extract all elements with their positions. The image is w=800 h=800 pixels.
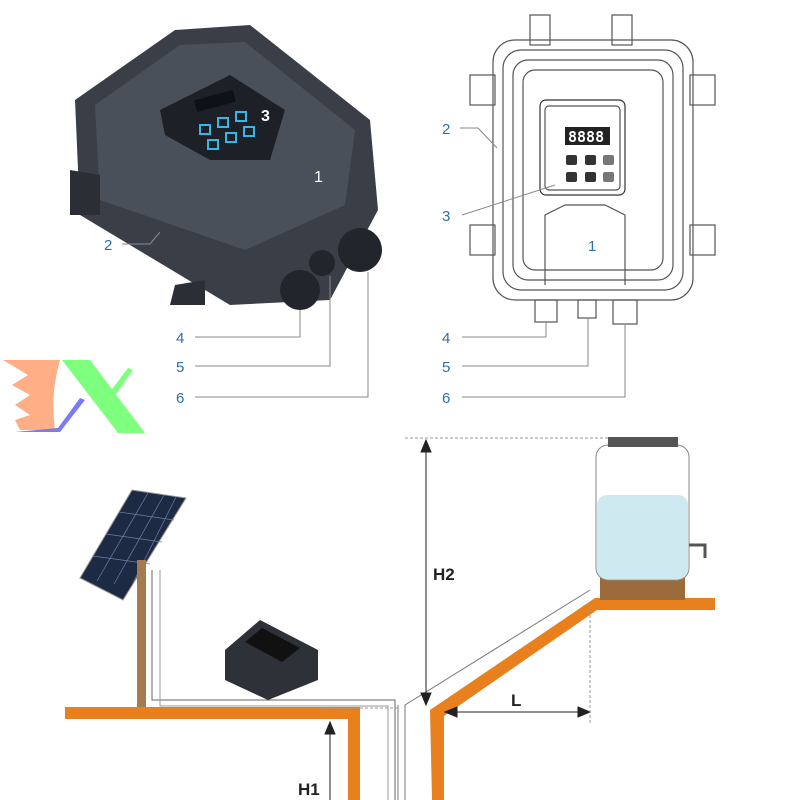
label-1: 1	[314, 169, 323, 186]
ground	[65, 598, 715, 800]
brand-logo	[3, 360, 145, 433]
keypad-drawing	[566, 155, 614, 182]
label-3-drawing: 3	[442, 208, 450, 225]
label-5: 5	[176, 359, 184, 376]
label-6: 6	[176, 390, 184, 407]
gland-5	[309, 250, 335, 276]
gland-6	[338, 228, 382, 272]
water-tank	[595, 437, 707, 600]
label-2-drawing: 2	[442, 121, 450, 138]
display	[194, 90, 236, 112]
solar-panel	[79, 489, 187, 708]
label-1-drawing: 1	[588, 238, 596, 255]
label-h2: H2	[433, 565, 455, 584]
dimension-lines	[320, 437, 610, 800]
label-2: 2	[104, 237, 112, 254]
display-digits: 8888	[568, 128, 604, 146]
label-l: L	[511, 691, 521, 710]
controller-installed	[225, 620, 318, 700]
label-h1: H1	[298, 780, 320, 799]
label-6-drawing: 6	[442, 390, 450, 407]
gland-4	[280, 270, 320, 310]
controller-drawing	[469, 14, 716, 325]
label-4: 4	[176, 330, 184, 347]
display-drawing	[565, 127, 610, 145]
label-5-drawing: 5	[442, 359, 450, 376]
label-4-drawing: 4	[442, 330, 450, 347]
label-3: 3	[261, 108, 270, 125]
controller-photo: 3 1	[70, 25, 382, 310]
